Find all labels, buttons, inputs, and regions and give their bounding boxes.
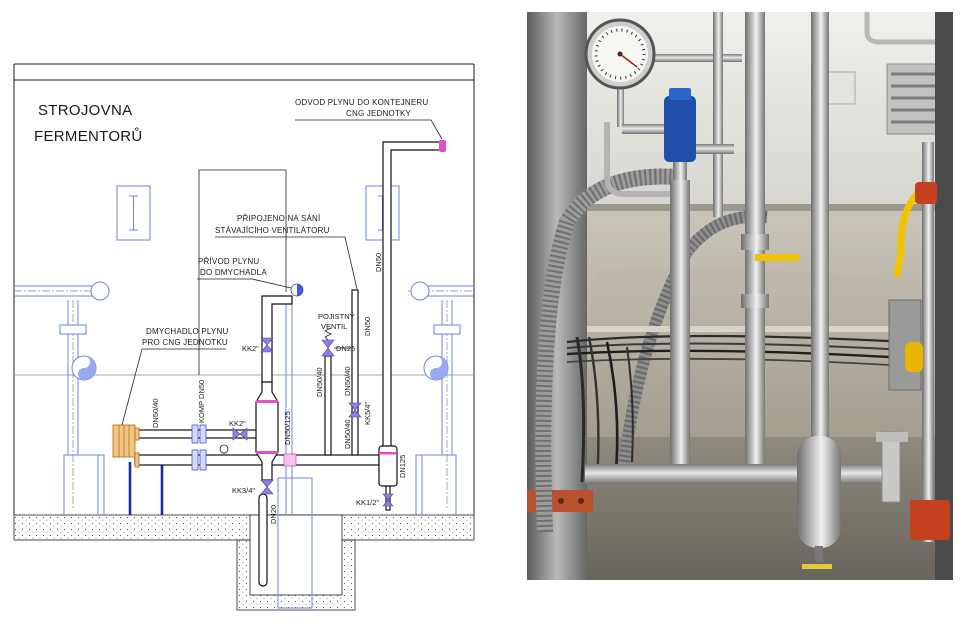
callout-blower: DMYCHADLO PLYNU PRO CNG JEDNOTKU bbox=[121, 327, 228, 426]
right-edge-column bbox=[935, 12, 953, 580]
dim-dn50-outlet: DN50 bbox=[374, 253, 383, 272]
pit-sump-outline bbox=[277, 477, 313, 609]
outlet-pipe-end-cap bbox=[439, 140, 446, 152]
compensator-flange-upper-2 bbox=[199, 424, 207, 444]
blower-label-line2: PRO CNG JEDNOTKU bbox=[142, 338, 228, 347]
valve-kk2-lower bbox=[232, 427, 248, 441]
slab bbox=[13, 514, 475, 541]
connected-label-line2: STÁVAJÍCÍHO VENTILÁTORU bbox=[215, 226, 330, 235]
vessel-band-top bbox=[256, 400, 278, 403]
floor-tag bbox=[802, 564, 832, 569]
dim-kk1-2: KK1/2" bbox=[356, 498, 379, 507]
vessel-band-bottom bbox=[256, 451, 278, 454]
callout-relief-valve: POJISTNÝ VENTIL bbox=[318, 312, 355, 331]
piping-diagram: STROJOVNA FERMENTORŮ ODVOD PLYNU DO KONT… bbox=[13, 63, 475, 611]
drain-pipe-dn20 bbox=[258, 493, 268, 587]
dim-kk5-4: KK5/4" bbox=[363, 402, 372, 425]
dim-dn50-40-blower: DN50/40 bbox=[151, 398, 160, 428]
wall-bracket bbox=[826, 71, 856, 105]
blue-safety-valve bbox=[664, 88, 734, 182]
pvc-pipe bbox=[881, 431, 901, 503]
valve-kk1-2 bbox=[382, 493, 394, 507]
dim-dn50-40-low: DN50/40 bbox=[343, 419, 352, 449]
thin-vertical-pipe bbox=[713, 12, 723, 217]
valve-kk2-upper bbox=[260, 337, 274, 353]
dim-dn50-40-mid: DN50/40 bbox=[343, 366, 352, 396]
right-vertical-pipe bbox=[922, 142, 934, 542]
dim-komp-dn50: KOMP DN50 bbox=[197, 380, 206, 423]
pvc-fitting bbox=[876, 432, 908, 442]
callout-gas-inlet: PŘÍVOD PLYNU DO DMYCHADLA bbox=[197, 257, 292, 289]
separator-drain-valve bbox=[815, 546, 823, 562]
window-left bbox=[116, 185, 151, 241]
right-upper-valve bbox=[915, 182, 937, 204]
sump-riser-lines bbox=[285, 298, 293, 515]
outlet-pipe-dn50 bbox=[382, 141, 441, 453]
gas-inlet-label-line2: DO DMYCHADLA bbox=[200, 268, 267, 277]
gas-inlet-label-line1: PŘÍVOD PLYNU bbox=[198, 257, 259, 266]
compensator-flange-lower-2 bbox=[199, 449, 207, 471]
dim-dn20: DN20 bbox=[269, 505, 278, 524]
callout-suction-connection: PŘIPOJENO NA SÁNÍ STÁVAJÍCÍHO VENTILÁTOR… bbox=[215, 214, 358, 290]
relief-pipe-right bbox=[351, 289, 359, 456]
relief-label-line2: VENTIL bbox=[321, 322, 347, 331]
top-right-pipe bbox=[864, 12, 953, 45]
valve-kk5-4 bbox=[348, 402, 362, 418]
pump-flange bbox=[59, 324, 87, 335]
dim-kk2-upper: KK2" bbox=[242, 344, 259, 353]
dim-dn50-125: DN50/125 bbox=[283, 411, 292, 445]
right-lower-valve bbox=[910, 500, 950, 540]
connected-label-line1: PŘIPOJENO NA SÁNÍ bbox=[237, 214, 321, 223]
gauge-siphon-tube bbox=[604, 122, 672, 197]
middle-pipe-coupling bbox=[741, 234, 769, 250]
gauge-valve-stem bbox=[622, 124, 664, 134]
yellow-handwheel bbox=[905, 342, 923, 372]
compensator-flange-lower bbox=[191, 449, 199, 471]
pressure-gauge-symbol bbox=[219, 444, 229, 454]
pump-left bbox=[14, 281, 112, 515]
gas-outlet-label-line2: CNG JEDNOTKY bbox=[346, 109, 412, 118]
dim-dn50-40-left: DN50/40 bbox=[315, 367, 324, 397]
pump-inlet-circle bbox=[410, 281, 430, 301]
dim-dn125: DN125 bbox=[398, 455, 407, 478]
drawing-title-line2: FERMENTORŮ bbox=[34, 127, 143, 145]
riser-crossing-flange bbox=[283, 453, 297, 467]
relief-pipe-left bbox=[324, 355, 332, 456]
pump-right bbox=[408, 281, 474, 515]
compensator-flange-upper bbox=[191, 424, 199, 444]
callout-gas-outlet: ODVOD PLYNU DO KONTEJNERU CNG JEDNOTKY bbox=[295, 98, 443, 140]
right-yellow-lever bbox=[893, 188, 923, 278]
photo-pipe-left bbox=[670, 180, 690, 477]
yellow-valve-handle bbox=[755, 254, 799, 261]
relief-label-line1: POJISTNÝ bbox=[318, 312, 355, 321]
dim-kk3-4: KK3/4" bbox=[232, 486, 255, 495]
installation-photo bbox=[527, 12, 953, 580]
relief-valve bbox=[321, 327, 335, 357]
middle-pipe-coupling-2 bbox=[741, 294, 769, 308]
valve-kk3-4 bbox=[260, 479, 274, 495]
blower-unit bbox=[112, 424, 140, 468]
drawing-title-line1: STROJOVNA bbox=[38, 102, 132, 119]
photo-separator-vessel bbox=[797, 436, 841, 548]
floor-slab bbox=[13, 477, 475, 611]
dim-kk2-lower: KK2" bbox=[229, 419, 246, 428]
pressure-gauge bbox=[584, 18, 656, 127]
dim-dn25: DN25 bbox=[336, 344, 355, 353]
pump-inlet-circle bbox=[90, 281, 110, 301]
main-horizontal-pipe bbox=[134, 454, 380, 466]
pump-flange bbox=[433, 324, 461, 335]
photo-pipe-right bbox=[811, 12, 829, 444]
wall-ledge bbox=[527, 204, 953, 211]
blower-label-line1: DMYCHADLO PLYNU bbox=[146, 327, 228, 336]
gas-outlet-label-line1: ODVOD PLYNU DO KONTEJNERU bbox=[295, 98, 428, 107]
separator-band bbox=[379, 452, 397, 455]
duct-outline bbox=[198, 169, 287, 375]
dim-dn50-relief: DN50 bbox=[363, 317, 372, 336]
